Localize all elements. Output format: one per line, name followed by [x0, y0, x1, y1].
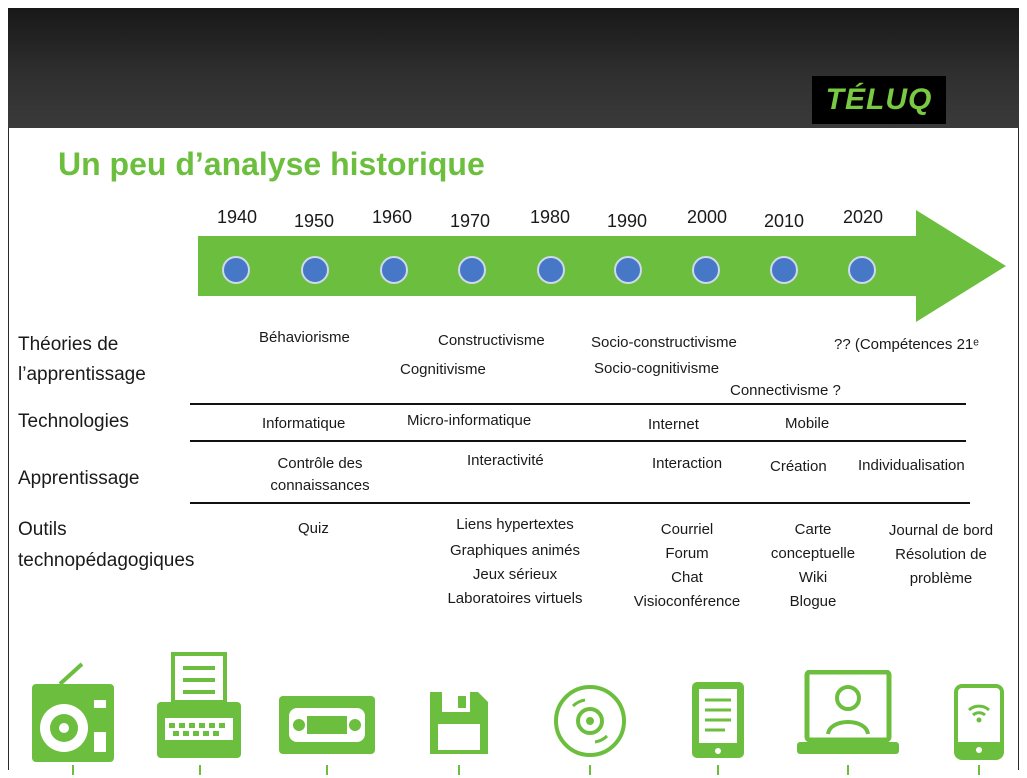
cd-icon	[554, 685, 626, 757]
tablet-icon	[692, 682, 744, 758]
tool-col4-4: Blogue	[789, 593, 837, 610]
icon-tick	[589, 765, 591, 775]
tool-col4-1: Carte	[794, 521, 832, 538]
learning-controle-1: Contrôle des	[277, 455, 363, 472]
timeline-arrow	[198, 210, 1006, 322]
tool-col4-3: Wiki	[798, 569, 828, 586]
timeline-dot	[458, 256, 486, 284]
timeline-dot	[848, 256, 876, 284]
row-divider	[190, 440, 966, 442]
timeline-dot	[770, 256, 798, 284]
timeline-dot	[614, 256, 642, 284]
theory-connectivisme: Connectivisme ?	[730, 382, 841, 399]
tool-col2-3: Jeux sérieux	[472, 566, 558, 583]
timeline-dot	[222, 256, 250, 284]
learning-creation: Création	[770, 458, 827, 475]
icon-tick	[199, 765, 201, 775]
smartphone-wifi-icon	[954, 684, 1004, 760]
theory-competences: ?? (Compétences 21ᵉ	[834, 336, 979, 353]
row-divider	[190, 502, 970, 504]
year-label: 1950	[294, 211, 335, 231]
tool-col3-3: Chat	[671, 569, 703, 586]
timeline-dot	[537, 256, 565, 284]
learning-interaction: Interaction	[652, 455, 723, 472]
radio-icon	[32, 662, 114, 762]
tool-col3-1: Courriel	[660, 521, 714, 538]
timeline-dot	[692, 256, 720, 284]
tech-informatique: Informatique	[262, 415, 346, 432]
theory-socio-constructivisme: Socio-constructivisme	[591, 334, 737, 351]
year-label: 1940	[217, 207, 258, 227]
row-label-outils-2: technopédagogiques	[18, 550, 195, 571]
icon-tick	[458, 765, 460, 775]
tool-col3-2: Forum	[665, 545, 709, 562]
icon-tick	[72, 765, 74, 775]
timeline-dot	[301, 256, 329, 284]
year-label: 1960	[372, 207, 413, 227]
icon-tick	[978, 765, 980, 775]
year-label: 1970	[450, 211, 491, 231]
slide-title: Un peu d’analyse historique	[58, 146, 485, 182]
tool-col2-1: Liens hypertextes	[456, 516, 574, 533]
learning-controle-2: connaissances	[270, 477, 370, 494]
icon-tick	[847, 765, 849, 775]
row-label-theories-1: Théories de	[18, 334, 119, 355]
tool-col4-2: conceptuelle	[770, 545, 856, 562]
computer-user-icon	[797, 670, 899, 754]
tool-col5-1: Journal de bord	[888, 522, 994, 539]
teluq-logo: TÉLUQ	[812, 76, 946, 124]
tech-internet: Internet	[648, 416, 699, 433]
theory-constructivisme: Constructivisme	[438, 332, 545, 349]
year-label: 2020	[843, 207, 884, 227]
theory-cognitivisme: Cognitivisme	[400, 361, 486, 378]
tool-col5-2: Résolution de	[895, 546, 987, 563]
theory-socio-cognitivisme: Socio-cognitivisme	[594, 360, 720, 377]
year-label: 2010	[764, 211, 805, 231]
learning-individualisation: Individualisation	[858, 457, 965, 474]
year-label: 1990	[607, 211, 648, 231]
icon-tick	[717, 765, 719, 775]
tool-col3-4: Visioconférence	[633, 593, 741, 610]
tech-mobile: Mobile	[785, 415, 830, 432]
year-label: 2000	[687, 207, 728, 227]
row-label-outils-1: Outils	[18, 519, 67, 540]
row-label-technologies: Technologies	[18, 411, 129, 432]
theory-behaviorisme: Béhaviorisme	[259, 329, 350, 346]
tech-micro-informatique: Micro-informatique	[407, 412, 532, 429]
row-label-theories-2: l’apprentissage	[18, 364, 146, 385]
tool-col5-3: problème	[909, 570, 973, 587]
timeline-dot	[380, 256, 408, 284]
tool-quiz: Quiz	[298, 520, 329, 537]
floppy-disk-icon	[430, 692, 488, 754]
tool-col2-2: Graphiques animés	[449, 542, 581, 559]
year-label: 1980	[530, 207, 571, 227]
tool-col2-4: Laboratoires virtuels	[447, 590, 583, 607]
icon-tick	[326, 765, 328, 775]
slide-frame	[8, 128, 1019, 770]
row-label-apprentissage: Apprentissage	[18, 468, 140, 489]
videotape-icon	[279, 696, 375, 754]
typewriter-icon	[157, 652, 241, 758]
row-divider	[190, 403, 966, 405]
learning-interactivite: Interactivité	[467, 452, 544, 469]
